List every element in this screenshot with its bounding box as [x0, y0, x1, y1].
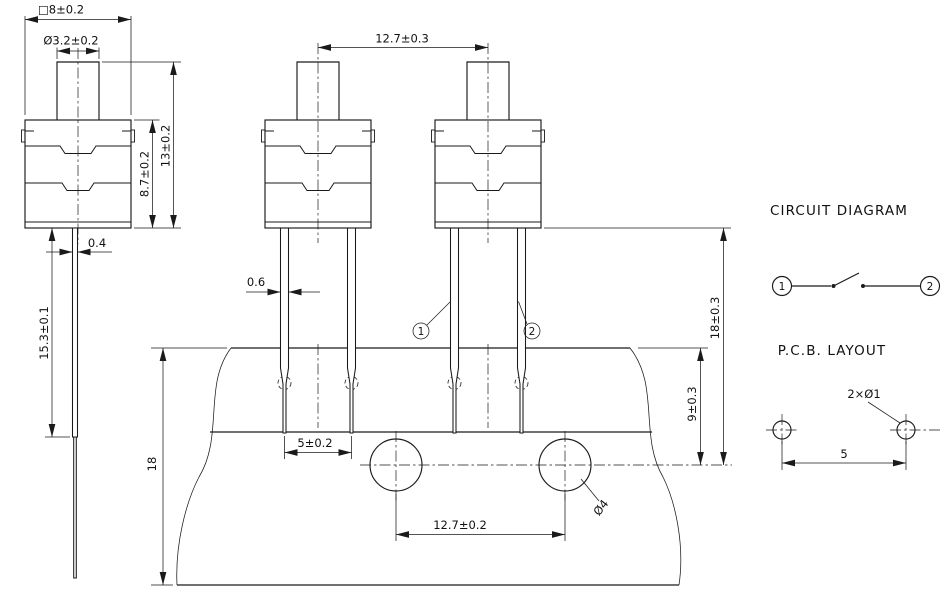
pcb-strip: [176, 347, 682, 586]
terminal-1-number: 1: [779, 281, 786, 293]
pin2-number: 2: [529, 326, 536, 338]
switch2-pin2: [516, 227, 527, 434]
terminal-2-circle: [919, 275, 941, 297]
pcb-holes-label: 2×Ø1: [847, 387, 880, 401]
dim-board-width: 18: [145, 457, 159, 472]
side-pin-upper: [71, 227, 79, 438]
dim-lead-width: 0.6: [247, 275, 265, 289]
mount-hole-1: [369, 438, 423, 492]
pin1-number: 1: [418, 326, 425, 338]
dim-body-square: □8±0.2: [38, 3, 84, 17]
pcb-layout: P.C.B. LAYOUT 2×Ø1 5: [766, 343, 940, 470]
side-switch-body: [20, 61, 136, 229]
dim-plunger-dia: Ø3.2±0.2: [43, 34, 98, 48]
dim-mount-height: 18±0.3: [708, 297, 722, 340]
mount-hole-2: [538, 438, 592, 492]
dim-pin-length: 15.3±0.1: [37, 306, 51, 360]
dim-pin-thickness: 0.4: [88, 236, 106, 250]
switch-blade: [833, 272, 860, 287]
dim-hole-offset: 9±0.3: [685, 386, 699, 421]
dim-body-height: 8.7±0.2: [138, 151, 152, 197]
pin1-balloon: 1: [412, 301, 451, 340]
switch2-pin1: [449, 227, 460, 434]
dim-total-height: 13±0.2: [159, 125, 173, 168]
terminal-2-number: 2: [927, 281, 934, 293]
circuit-diagram: CIRCUIT DIAGRAM 1 2: [770, 203, 941, 297]
break-line-left: [176, 347, 232, 586]
pcb-layout-title: P.C.B. LAYOUT: [778, 343, 886, 359]
dim-hole-pitch: 12.7±0.2: [433, 518, 487, 532]
pcb-hole-2: [896, 420, 916, 440]
break-line-right: [629, 347, 682, 586]
switch-fixed-contact: [861, 284, 865, 288]
side-view: □8±0.2 Ø3.2±0.2 8.7±0.2 13±0.2 0.4 15.3±…: [20, 3, 181, 579]
dim-center-pitch: 12.7±0.3: [375, 32, 429, 46]
pin2-balloon: 2: [518, 301, 541, 340]
switch1-pin1: [279, 227, 290, 434]
front-view: 12.7±0.3 0.6 1 2 5±0.2 Ø4 12.7±0.2: [145, 32, 732, 586]
switch1-pin2: [346, 227, 357, 434]
side-pin-lower: [73, 436, 77, 579]
dim-lead-pitch: 5±0.2: [297, 436, 332, 450]
pcb-hole-1: [772, 420, 792, 440]
dim-hole-dia: Ø4: [590, 497, 611, 519]
circuit-diagram-title: CIRCUIT DIAGRAM: [770, 203, 908, 219]
pcb-dim-hole-pitch: 5: [840, 447, 847, 461]
